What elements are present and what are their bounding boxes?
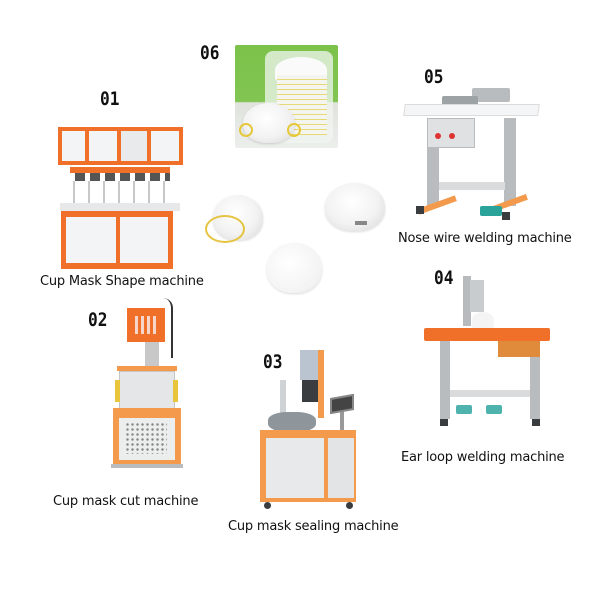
cup-mask-sealing-machine bbox=[258, 350, 363, 512]
cup-mask-shape-machine bbox=[55, 125, 190, 272]
cup-mask-folded bbox=[267, 243, 322, 293]
step-number-03: 03 bbox=[263, 351, 283, 373]
step-number-05: 05 bbox=[424, 66, 444, 88]
step-number-02: 02 bbox=[88, 309, 108, 331]
packaged-cup-masks-photo bbox=[235, 45, 338, 148]
label-ear-loop-welding-machine: Ear loop welding machine bbox=[401, 450, 565, 465]
label-nose-wire-welding-machine: Nose wire welding machine bbox=[398, 231, 572, 246]
cup-mask-cut-machine bbox=[105, 298, 190, 476]
ear-loop-welding-machine bbox=[418, 272, 553, 432]
label-cup-mask-shape-machine: Cup Mask Shape machine bbox=[40, 274, 204, 289]
step-number-06: 06 bbox=[200, 42, 220, 64]
cup-mask-front bbox=[243, 103, 295, 143]
step-number-04: 04 bbox=[434, 267, 454, 289]
step-number-01: 01 bbox=[100, 88, 120, 110]
label-cup-mask-cut-machine: Cup mask cut machine bbox=[53, 494, 199, 509]
label-cup-mask-sealing-machine: Cup mask sealing machine bbox=[228, 519, 399, 534]
nose-wire-welding-machine bbox=[402, 88, 542, 223]
